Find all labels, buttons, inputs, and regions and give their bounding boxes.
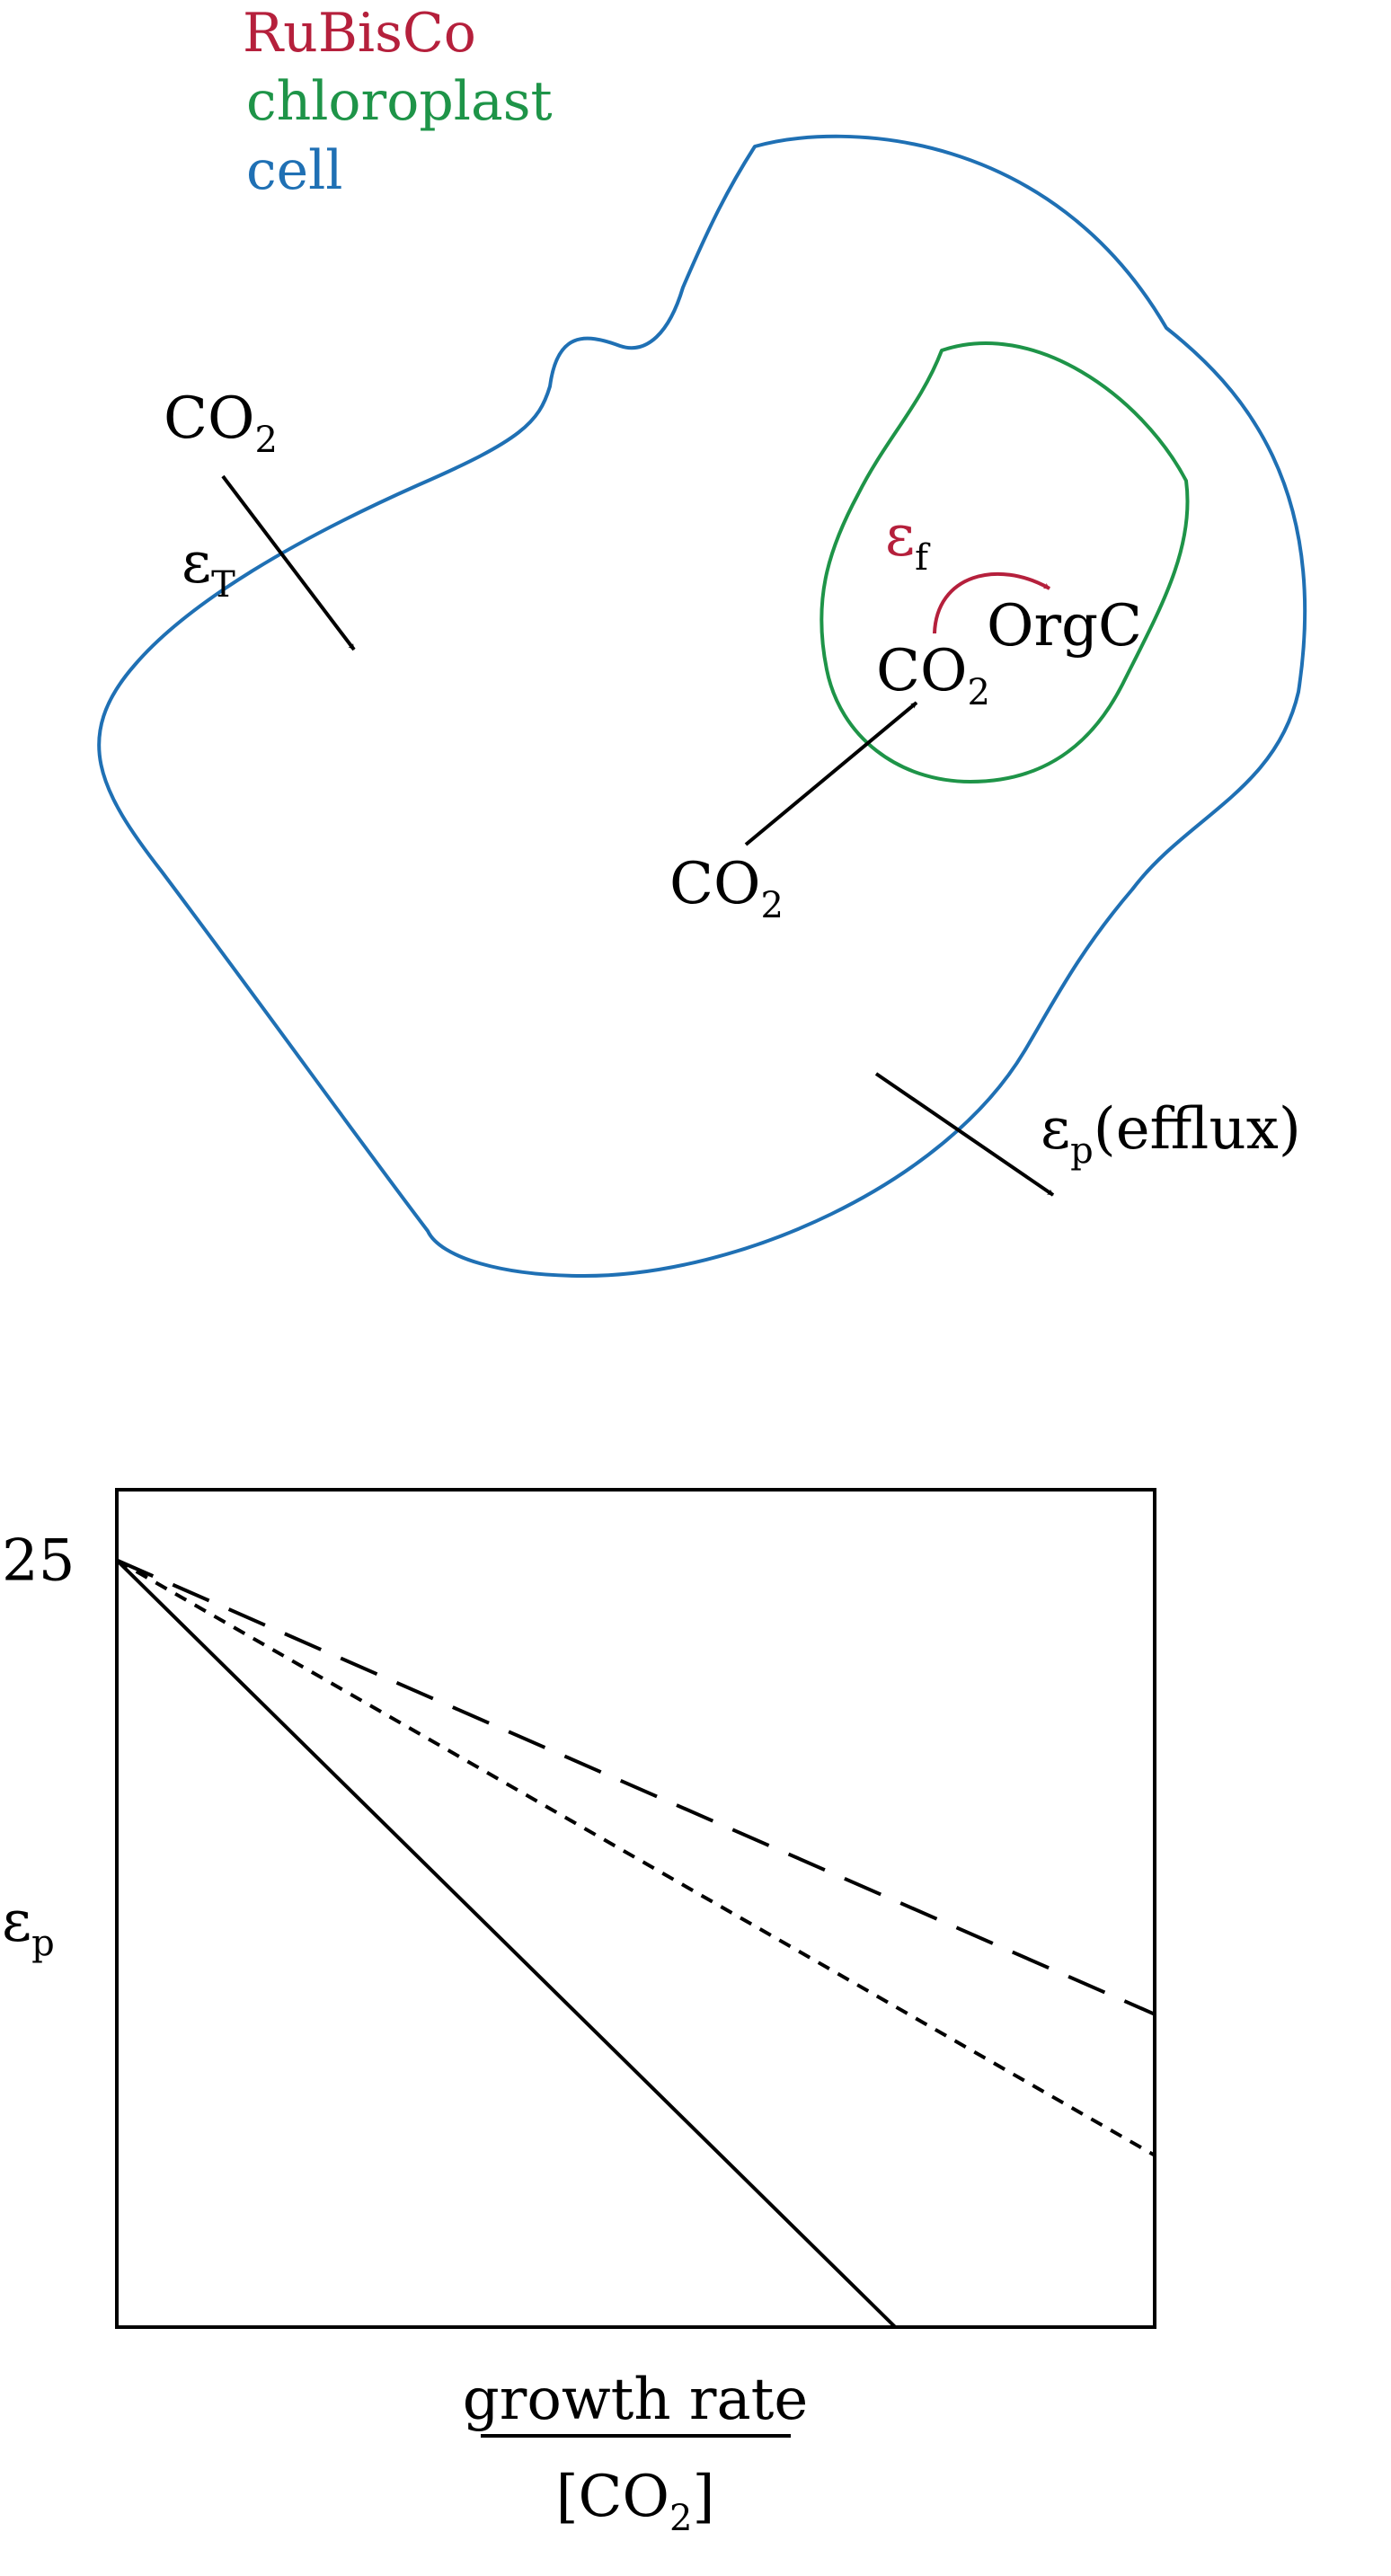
series-line-solid [115, 1559, 897, 2329]
co2-cytosol-sub: 2 [760, 885, 783, 926]
plot-frame [115, 1488, 1156, 2329]
x-axis-numerator: growth rate [463, 2367, 809, 2433]
svg-text:εf: εf [885, 503, 931, 579]
legend-cell: cell [246, 139, 343, 202]
svg-text:CO2: CO2 [669, 851, 784, 926]
cell-diagram: CO2 εT CO2 CO2 εf OrgC εp(efflux) [97, 134, 1307, 1278]
legend: RuBisCo chloroplast cell [243, 2, 553, 202]
y-tick-label: 25 [2, 1528, 75, 1595]
svg-text:CO2: CO2 [164, 385, 278, 461]
co2-outside-label: CO2 [164, 385, 278, 461]
epsilon-p-efflux-label: εp(efflux) [1041, 1096, 1301, 1172]
series-line-short-dash [116, 1558, 1156, 2157]
series-layer [115, 1558, 1156, 2329]
x-axis-denominator-open: [CO [556, 2464, 669, 2530]
co2-chloroplast-base: CO [876, 638, 967, 704]
x-axis-denominator-sub: 2 [669, 2498, 692, 2539]
series-line-long-dash [116, 1558, 1156, 2016]
chart: 25 εp growth rate [CO2] [2, 1488, 1156, 2539]
svg-text:CO2: CO2 [876, 638, 990, 713]
x-axis-label: growth rate [CO2] [463, 2367, 809, 2539]
svg-text:εp(efflux): εp(efflux) [1041, 1096, 1301, 1172]
y-axis-symbol: ε [2, 1889, 31, 1955]
epsilon-t-label: εT [182, 530, 235, 606]
epsilon-t-sub: T [211, 564, 235, 606]
co2-outside-base: CO [164, 385, 254, 452]
epsilon-p-efflux-sub: p [1070, 1130, 1094, 1172]
svg-text:εT: εT [182, 530, 235, 606]
co2-cytosol-label: CO2 [669, 851, 784, 926]
legend-chloroplast: chloroplast [246, 70, 553, 133]
y-axis-sub: p [31, 1923, 55, 1964]
epsilon-f-symbol: ε [885, 503, 915, 570]
co2-chloroplast-sub: 2 [967, 672, 989, 713]
epsilon-p-efflux-suffix: (efflux) [1094, 1096, 1301, 1163]
epsilon-f-label: εf [885, 503, 931, 579]
epsilon-f-sub: f [915, 537, 931, 579]
y-axis-label: εp [2, 1889, 55, 1964]
x-axis-denominator-close: ] [692, 2464, 714, 2530]
chloroplast-uptake-arrow [744, 701, 918, 846]
legend-rubisco: RuBisCo [243, 2, 476, 65]
svg-text:εp: εp [2, 1889, 55, 1964]
chloroplast-membrane [820, 341, 1190, 783]
cell-membrane [97, 134, 1307, 1278]
efflux-arrow [874, 1072, 1055, 1197]
co2-cytosol-base: CO [669, 851, 760, 917]
svg-text:[CO2]: [CO2] [556, 2464, 715, 2539]
epsilon-p-efflux-symbol: ε [1041, 1096, 1070, 1163]
co2-chloroplast-label: CO2 [876, 638, 990, 713]
orgc-label: OrgC [987, 593, 1142, 659]
uptake-arrow [221, 474, 356, 651]
co2-outside-sub: 2 [254, 420, 277, 461]
fixation-arrow [933, 571, 1050, 634]
epsilon-t-symbol: ε [182, 530, 211, 597]
